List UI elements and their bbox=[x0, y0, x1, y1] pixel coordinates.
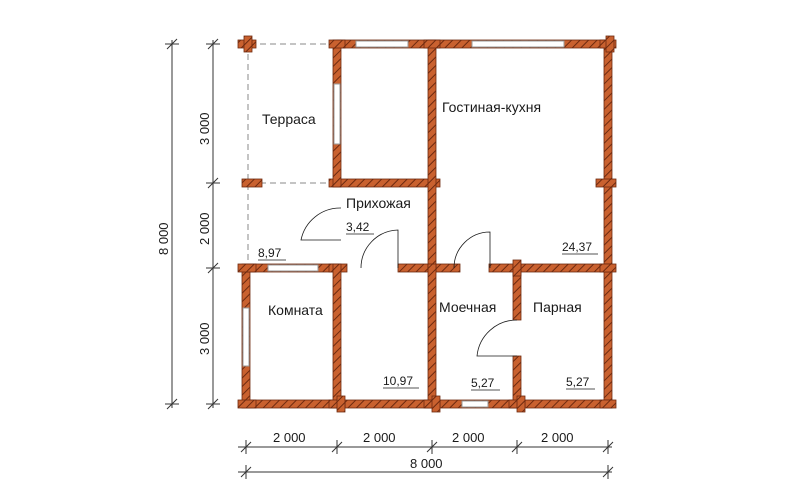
dimensions-left bbox=[165, 38, 220, 410]
dim-bottom-2: 2 000 bbox=[363, 430, 396, 445]
dim-left-2: 2 000 bbox=[197, 212, 212, 245]
windows bbox=[242, 40, 565, 408]
dimensions-bottom bbox=[238, 440, 614, 479]
area-labels: 8,97 24,37 3,42 10,97 5,27 5,27 bbox=[258, 220, 598, 391]
walls bbox=[237, 35, 617, 413]
room-name-hall: Прихожая bbox=[346, 195, 411, 211]
room-labels: Терраса Гостиная-кухня Прихожая Комната … bbox=[262, 99, 582, 318]
dimension-labels-bottom: 2 000 2 000 2 000 2 000 8 000 bbox=[273, 430, 574, 471]
area-living-kitchen: 24,37 bbox=[562, 240, 592, 254]
dim-left-total: 8 000 bbox=[156, 222, 171, 255]
dim-bottom-1: 2 000 bbox=[273, 430, 306, 445]
area-room: 10,97 bbox=[383, 374, 413, 388]
dim-bottom-4: 2 000 bbox=[541, 430, 574, 445]
doors bbox=[300, 207, 518, 357]
dim-left-3: 3 000 bbox=[197, 322, 212, 355]
room-name-living-kitchen: Гостиная-кухня bbox=[442, 99, 541, 115]
dim-left-1: 3 000 bbox=[197, 112, 212, 145]
room-name-washroom: Моечная bbox=[439, 299, 496, 315]
area-washroom: 5,27 bbox=[471, 376, 495, 390]
area-steam-room: 5,27 bbox=[566, 375, 590, 389]
area-terrace: 8,97 bbox=[258, 246, 282, 260]
room-name-terrace: Терраса bbox=[262, 111, 316, 127]
room-name-steam-room: Парная bbox=[533, 299, 582, 315]
dimension-labels-left: 3 000 2 000 3 000 8 000 bbox=[156, 112, 212, 355]
dim-bottom-total: 8 000 bbox=[410, 456, 443, 471]
dim-bottom-3: 2 000 bbox=[452, 430, 485, 445]
area-hall: 3,42 bbox=[346, 220, 370, 234]
room-name-room: Комната bbox=[268, 302, 323, 318]
